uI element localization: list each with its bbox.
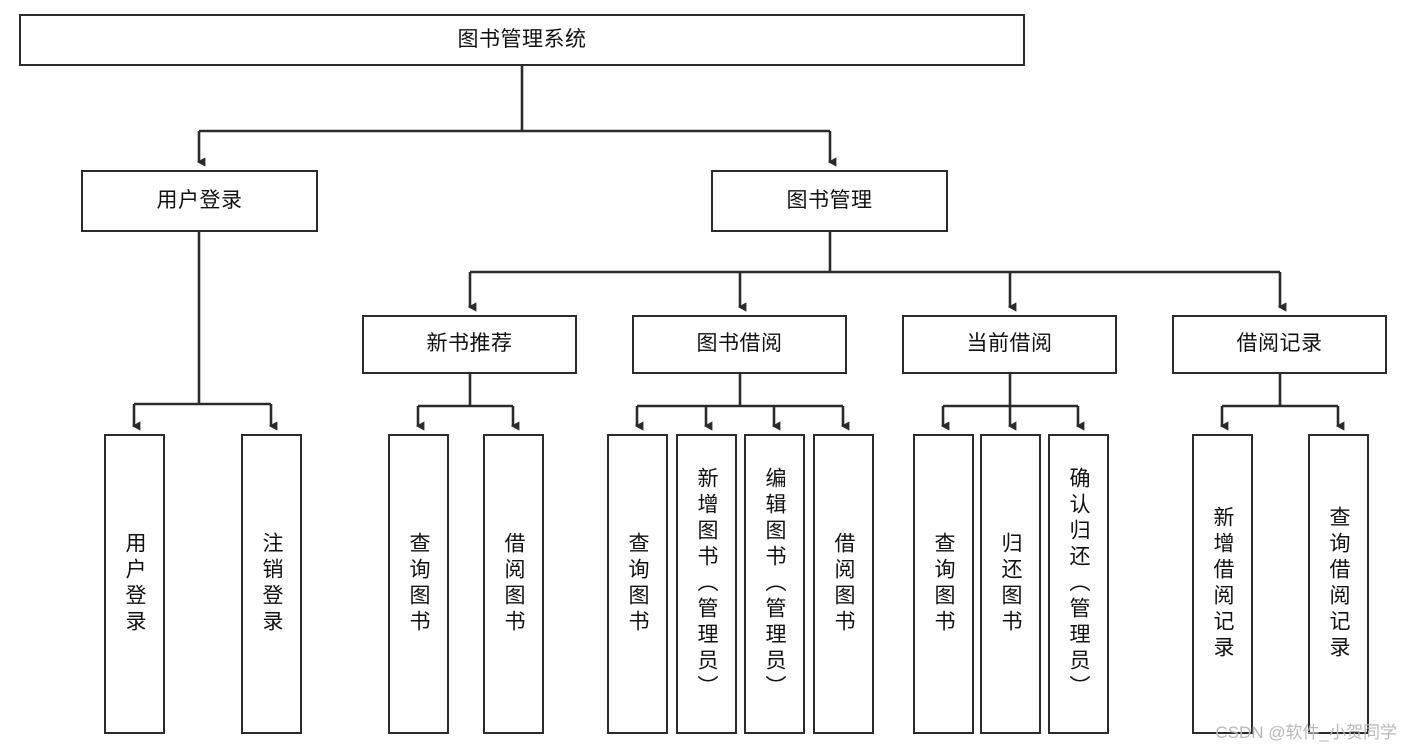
node-label: 新书推荐 [426,332,513,356]
node-label: 图书管理系统 [457,27,587,51]
csdn-watermark: CSDN @软件_小贺同学 [1215,723,1397,742]
leaf-user-logout[interactable]: 注销登录 [241,434,302,734]
leaf-borrow-query-book[interactable]: 查询图书 [607,434,668,734]
node-label: 查询图书 [932,532,955,636]
leaf-current-return-book[interactable]: 归还图书 [980,434,1041,734]
node-label: 归还图书 [999,532,1022,636]
leaf-borrow-do-borrow-book[interactable]: 借阅图书 [813,434,874,734]
leaf-record-add-borrow-record[interactable]: 新增借阅记录 [1192,434,1253,734]
leaf-borrow-add-book-admin[interactable]: 新增图书（管理员） [676,434,737,734]
node-label: 图书管理 [786,188,873,212]
node-label: 确认归还（管理员） [1067,467,1090,701]
node-label: 借阅图书 [502,532,525,636]
leaf-recommend-query-book[interactable]: 查询图书 [388,434,449,734]
node-label: 借阅图书 [832,532,855,636]
node-label: 注销登录 [260,532,283,636]
node-new-book-recommend[interactable]: 新书推荐 [362,315,577,374]
node-label: 借阅记录 [1236,332,1323,356]
leaf-recommend-borrow-book[interactable]: 借阅图书 [483,434,544,734]
leaf-current-confirm-return-admin[interactable]: 确认归还（管理员） [1048,434,1109,734]
node-user-login[interactable]: 用户登录 [81,170,318,232]
node-root-system[interactable]: 图书管理系统 [19,14,1025,66]
node-label: 用户登录 [156,188,243,212]
leaf-borrow-edit-book-admin[interactable]: 编辑图书（管理员） [744,434,805,734]
node-book-management[interactable]: 图书管理 [711,170,948,232]
node-label: 新增图书（管理员） [695,467,718,701]
node-label: 图书借阅 [696,332,783,356]
node-label: 用户登录 [123,532,146,636]
node-label: 编辑图书（管理员） [763,467,786,701]
node-label: 当前借阅 [966,332,1053,356]
node-label: 查询借阅记录 [1327,506,1350,662]
node-label: 新增借阅记录 [1211,506,1234,662]
node-label: 查询图书 [407,532,430,636]
node-current-borrow[interactable]: 当前借阅 [902,315,1117,374]
node-label: 查询图书 [626,532,649,636]
leaf-record-query-borrow-record[interactable]: 查询借阅记录 [1308,434,1369,734]
leaf-user-login[interactable]: 用户登录 [104,434,165,734]
node-borrow-record[interactable]: 借阅记录 [1172,315,1387,374]
leaf-current-query-book[interactable]: 查询图书 [913,434,974,734]
node-book-borrow[interactable]: 图书借阅 [632,315,847,374]
